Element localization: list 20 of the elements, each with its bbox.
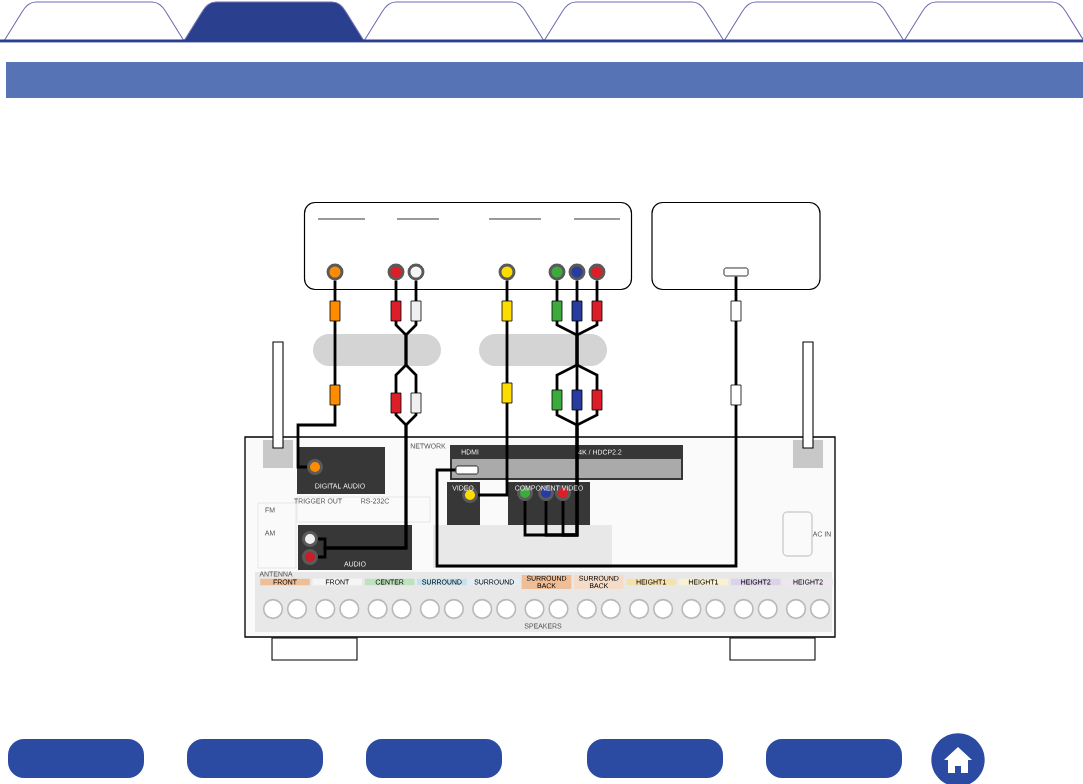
jack: [387, 263, 405, 281]
display-device-panel: [651, 201, 821, 291]
jack: [326, 263, 344, 281]
jack: [548, 263, 566, 281]
jack: [498, 263, 516, 281]
jack: [302, 531, 318, 547]
source-device-panel: [303, 201, 633, 291]
jack: [307, 459, 323, 475]
cable: [477, 280, 509, 497]
cable: [561, 280, 599, 537]
cable: [523, 280, 579, 537]
cable: [435, 276, 738, 568]
jack: [568, 263, 586, 281]
jack: [407, 263, 425, 281]
hdmi-port: [455, 465, 479, 475]
jack: [302, 549, 318, 565]
cable: [296, 280, 337, 469]
hdmi-port: [723, 267, 749, 277]
cable: [544, 280, 579, 537]
jack: [588, 263, 606, 281]
